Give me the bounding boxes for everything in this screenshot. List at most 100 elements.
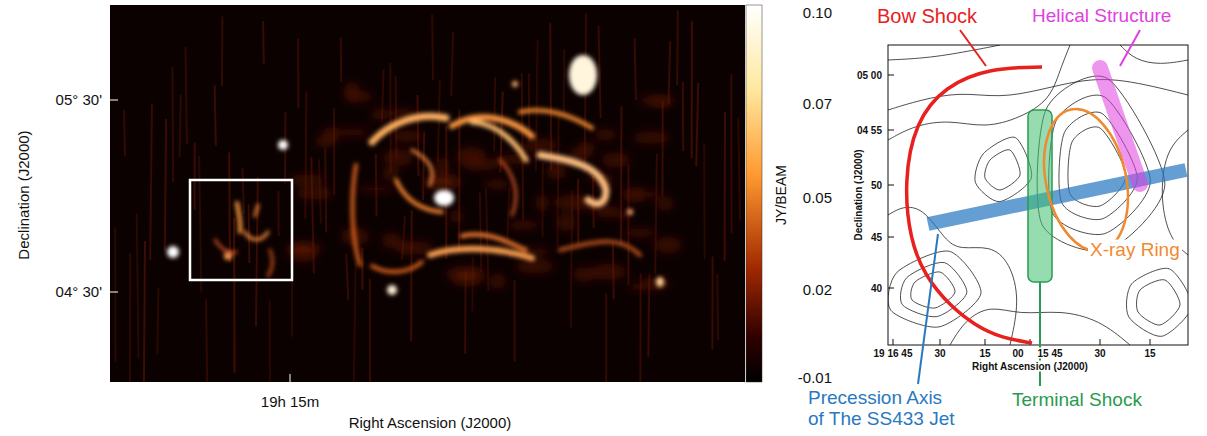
faint-emission-part [578,143,596,153]
axis-tick-label: 00 [1010,348,1025,359]
point-sources-part [434,190,454,206]
faint-emission-part [383,149,413,166]
axis-tick-label: 04° 30' [56,284,102,301]
axis-tick-label: 30 [1092,348,1107,359]
noise-streaks-part [486,188,488,291]
noise-streaks-part [269,300,271,382]
axis-ticks-part [290,374,291,382]
point-sources-part [627,209,633,215]
noise-streaks-part [114,227,116,362]
bow-shock-curve [907,67,1042,343]
noise-streaks-part [256,177,258,326]
noise-streaks-part [233,218,235,373]
point-sources [167,55,664,295]
noise-streaks-part [305,91,306,219]
colorbar [746,5,762,382]
noise-streaks-part [215,85,216,145]
noise-streaks-part [228,152,231,262]
noise-streaks-part [137,213,139,358]
faint-emission-part [557,214,576,231]
noise-streaks-part [199,156,201,292]
faint-emission-part [594,129,617,140]
faint-emission-part [622,188,645,202]
noise-streaks-part [676,10,679,85]
contour-lines-part [975,137,1032,202]
faint-emission-part [489,274,506,289]
axis-tick-label: 05° 30' [56,92,102,109]
contour-lines-part [1126,268,1188,336]
highlight-box [190,180,292,280]
faint-emission-part [297,187,332,200]
faint-emission-part [536,194,548,211]
noise-streaks-part [655,154,657,274]
faint-emission-part [633,132,669,144]
noise-streaks [115,10,740,382]
noise-streaks-part [185,47,186,144]
axis-tick-label: 45 [869,232,884,243]
annotation-label: Helical Structure [1032,6,1171,27]
noise-streaks-part [361,248,363,290]
shell-filaments-part [412,150,432,185]
axis-tick-label: 15 [1142,348,1157,359]
noise-streaks-part [144,241,145,382]
axis-ticks-part [110,292,118,293]
shell-filaments-part [462,235,526,250]
contour-lines [888,45,1188,345]
point-sources-part [387,285,397,295]
noise-streaks-part [157,288,158,354]
noise-streaks-part [738,118,740,221]
colorbar-tick: 0.05 [803,190,832,207]
axis-tick-label: 30 [932,348,947,359]
noise-streaks-part [493,77,496,151]
point-sources-part [224,252,232,260]
axis-title: Declination (J2000) [16,130,33,259]
axis-tick-label: 15 [977,348,992,359]
faint-emission-part [457,147,485,164]
axis-ticks-part [888,75,894,76]
radio-image [110,5,745,382]
noise-streaks-part [507,187,509,239]
axis-ticks-part [888,185,894,186]
faint-emission-part [450,210,463,223]
noise-streaks-part [277,191,279,236]
noise-streaks-part [682,82,684,151]
faint-emission-part [436,158,450,174]
noise-streaks-part [165,119,166,251]
axis-ticks-part [940,339,941,345]
noise-streaks-part [354,263,356,382]
noise-streaks-part [206,299,208,382]
shell-filaments-part [560,242,640,255]
axis-ticks [110,100,290,382]
point-sources-part [656,277,664,287]
noise-streaks-part [297,38,299,107]
shell-filaments-part [245,232,268,240]
noise-streaks-part [635,38,636,100]
annotation-label: Bow Shock [877,5,977,27]
noise-streaks-part [333,109,335,195]
noise-streaks-part [451,32,453,97]
axis-ticks-part [888,237,894,238]
faint-emission-part [516,259,554,273]
axis-tick-label: 40 [869,283,884,294]
noise-streaks-part [248,204,251,263]
faint-emission-part [601,153,629,168]
annotation-label: X-ray Ring [1088,240,1182,261]
noise-streaks-part [375,154,378,217]
axis-tick-label: 19h 15m [261,394,319,411]
axis-ticks-part [985,339,986,345]
noise-streaks-part [123,110,126,156]
faint-emission-part [649,97,672,106]
faint-emission-part [522,139,558,152]
shell-filaments [215,110,640,276]
noise-streaks-part [262,21,265,64]
point-sources-part [569,55,597,95]
contour-lines-part [888,45,1000,60]
noise-streaks-part [716,274,719,340]
noise-streaks-part [431,15,434,80]
faint-emission-part [423,174,460,190]
noise-streaks-part [668,41,670,104]
shell-filaments-part [500,160,516,215]
axis-tick-label: 50 [869,180,884,191]
leader-line [960,30,986,66]
